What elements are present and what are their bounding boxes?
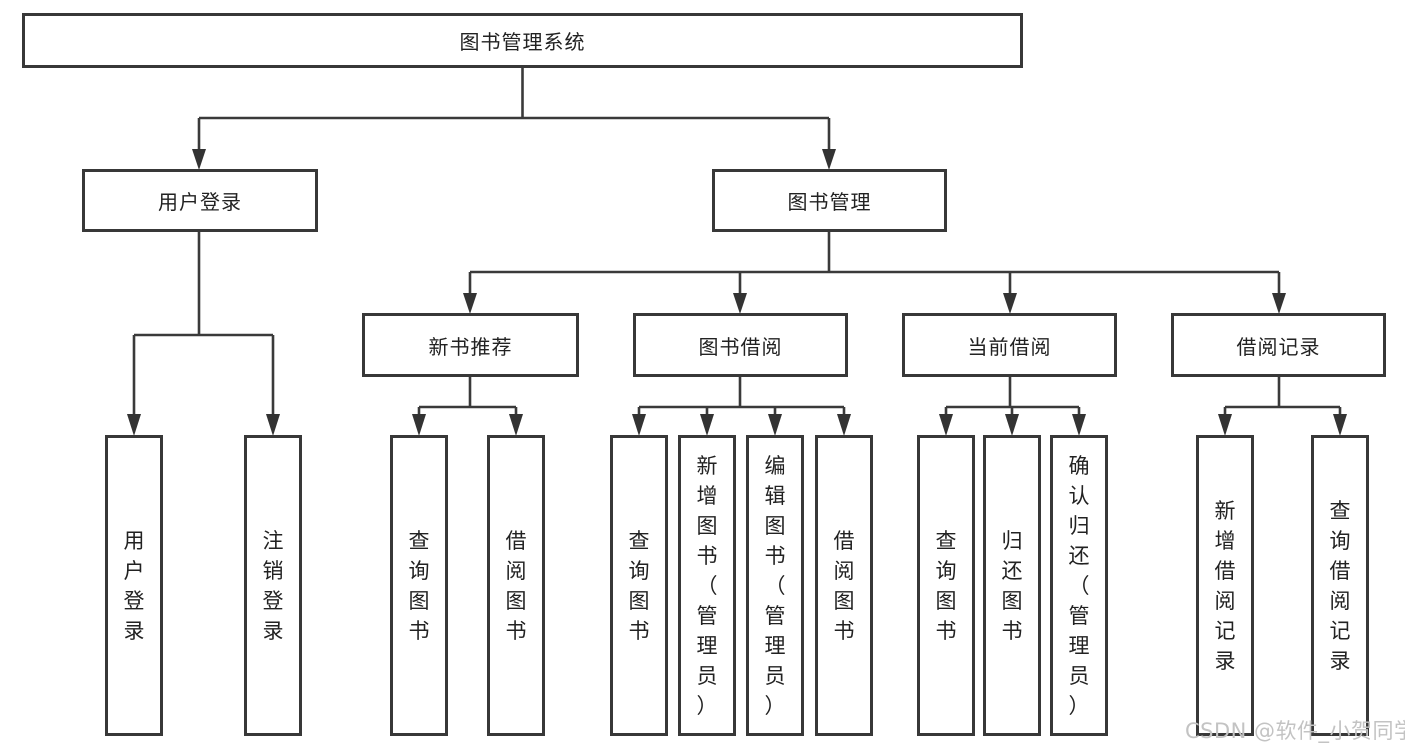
leaf-logout-label: 注 销 登 录 xyxy=(262,528,284,643)
node-book-borrow: 图书借阅 xyxy=(633,313,848,377)
leaf-cb-return-books-label: 归 还 图 书 xyxy=(1001,528,1023,643)
leaf-bb-edit-books-admin-label: 编 辑 图 书 （ 管 理 员 ） xyxy=(764,453,786,718)
leaf-nb-borrow-books-label: 借 阅 图 书 xyxy=(505,528,527,643)
leaf-br-add-record: 新 增 借 阅 记 录 xyxy=(1196,435,1254,736)
leaf-cb-confirm-return-admin-label: 确 认 归 还 （ 管 理 员 ） xyxy=(1068,453,1090,718)
leaf-cb-query-books-label: 查 询 图 书 xyxy=(935,528,957,643)
node-borrow-records: 借阅记录 xyxy=(1171,313,1386,377)
leaf-bb-borrow-books: 借 阅 图 书 xyxy=(815,435,873,736)
leaf-br-query-record-label: 查 询 借 阅 记 录 xyxy=(1329,498,1351,673)
leaf-nb-query-books: 查 询 图 书 xyxy=(390,435,448,736)
leaf-bb-borrow-books-label: 借 阅 图 书 xyxy=(833,528,855,643)
csdn-watermark: CSDN @软件_小贺同学 xyxy=(1185,719,1405,743)
leaf-user-login-label: 用 户 登 录 xyxy=(123,528,145,643)
leaf-cb-confirm-return-admin: 确 认 归 还 （ 管 理 员 ） xyxy=(1050,435,1108,736)
leaf-nb-query-books-label: 查 询 图 书 xyxy=(408,528,430,643)
node-user-login: 用户登录 xyxy=(82,169,318,232)
node-root: 图书管理系统 xyxy=(22,13,1023,68)
leaf-bb-query-books: 查 询 图 书 xyxy=(610,435,668,736)
leaf-user-login: 用 户 登 录 xyxy=(105,435,163,736)
node-borrow-records-label: 借阅记录 xyxy=(1236,334,1321,359)
node-current-borrow-label: 当前借阅 xyxy=(967,334,1052,359)
leaf-bb-add-books-admin-label: 新 增 图 书 （ 管 理 员 ） xyxy=(696,453,718,718)
node-new-book-recommend-label: 新书推荐 xyxy=(428,334,513,359)
node-book-management-label: 图书管理 xyxy=(787,190,872,214)
leaf-logout: 注 销 登 录 xyxy=(244,435,302,736)
leaf-cb-return-books: 归 还 图 书 xyxy=(983,435,1041,736)
leaf-bb-add-books-admin: 新 增 图 书 （ 管 理 员 ） xyxy=(678,435,736,736)
node-book-borrow-label: 图书借阅 xyxy=(698,334,783,359)
leaf-br-query-record: 查 询 借 阅 记 录 xyxy=(1311,435,1369,736)
node-new-book-recommend: 新书推荐 xyxy=(362,313,579,377)
node-book-management: 图书管理 xyxy=(712,169,947,232)
node-current-borrow: 当前借阅 xyxy=(902,313,1117,377)
leaf-nb-borrow-books: 借 阅 图 书 xyxy=(487,435,545,736)
arrowheads xyxy=(127,149,1347,436)
leaf-cb-query-books: 查 询 图 书 xyxy=(917,435,975,736)
leaf-bb-edit-books-admin: 编 辑 图 书 （ 管 理 员 ） xyxy=(746,435,804,736)
leaf-bb-query-books-label: 查 询 图 书 xyxy=(628,528,650,643)
node-root-label: 图书管理系统 xyxy=(459,30,586,54)
leaf-br-add-record-label: 新 增 借 阅 记 录 xyxy=(1214,498,1236,673)
node-user-login-label: 用户登录 xyxy=(158,190,242,214)
